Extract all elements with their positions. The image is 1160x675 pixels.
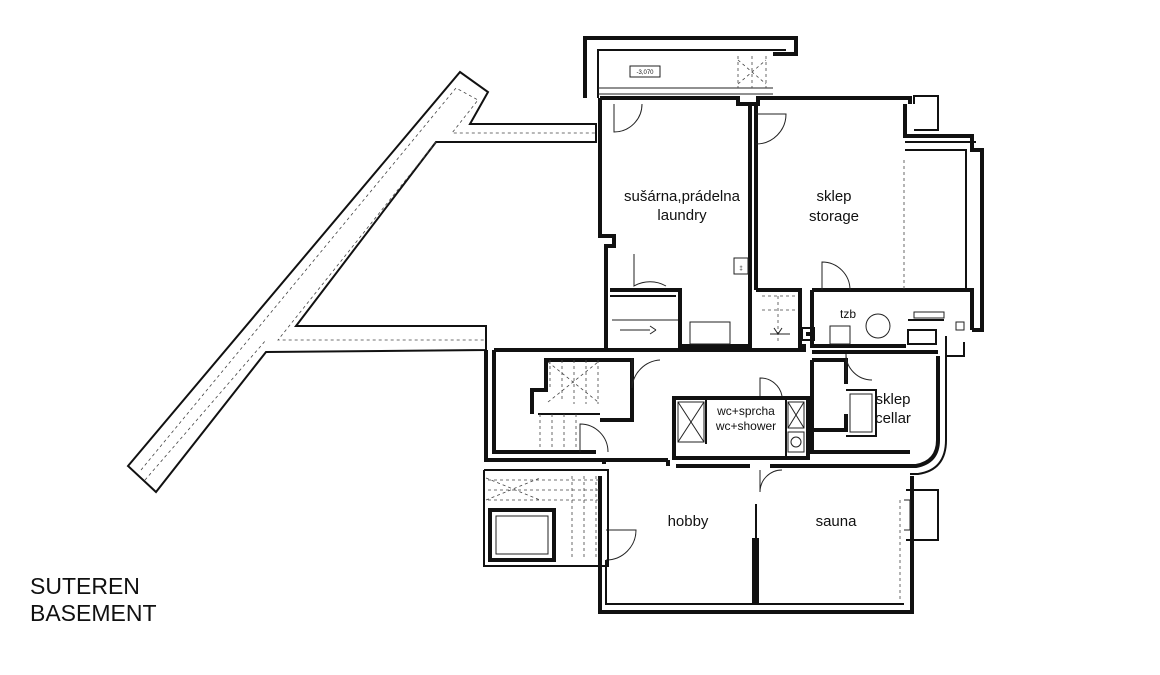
room-tzb: tzb bbox=[840, 307, 856, 321]
level-mark-box bbox=[629, 65, 661, 78]
tzb-label: tzb bbox=[840, 307, 856, 321]
wc-label-cs: wc+sprcha bbox=[716, 404, 775, 418]
interior-walls bbox=[494, 104, 974, 604]
laundry-label-en: laundry bbox=[657, 207, 707, 224]
room-cellar: sklep cellar bbox=[875, 391, 911, 427]
level-mark: -3,070 bbox=[636, 70, 654, 76]
room-hobby: hobby bbox=[668, 513, 709, 530]
room-laundry: sušárna,prádelna laundry bbox=[624, 188, 741, 224]
fixtures: ‡ bbox=[612, 160, 905, 600]
cellar-label-en: cellar bbox=[875, 410, 911, 427]
wc-label-en: wc+shower bbox=[715, 419, 776, 433]
plan-title: SUTEREN BASEMENT bbox=[30, 573, 157, 627]
laundry-label-cs: sušárna,prádelna bbox=[624, 188, 741, 205]
sauna-label: sauna bbox=[816, 513, 858, 530]
top-light-well: -3,070 bbox=[583, 36, 798, 98]
stair-bottom-left bbox=[483, 469, 609, 567]
room-storage: sklep storage bbox=[809, 188, 859, 225]
room-sauna: sauna bbox=[816, 513, 858, 530]
plan-title-cs: SUTEREN bbox=[30, 573, 140, 599]
plan-title-en: BASEMENT bbox=[30, 600, 157, 626]
room-wc: wc+sprcha wc+shower bbox=[715, 404, 776, 433]
hobby-label: hobby bbox=[668, 513, 709, 530]
svg-text:‡: ‡ bbox=[739, 266, 742, 272]
stair-middle bbox=[539, 360, 599, 450]
doors bbox=[579, 103, 873, 561]
diagonal-retaining-wall bbox=[126, 70, 597, 494]
storage-label-en: storage bbox=[809, 208, 859, 225]
storage-label-cs: sklep bbox=[816, 188, 851, 205]
cellar-label-cs: sklep bbox=[875, 391, 910, 408]
